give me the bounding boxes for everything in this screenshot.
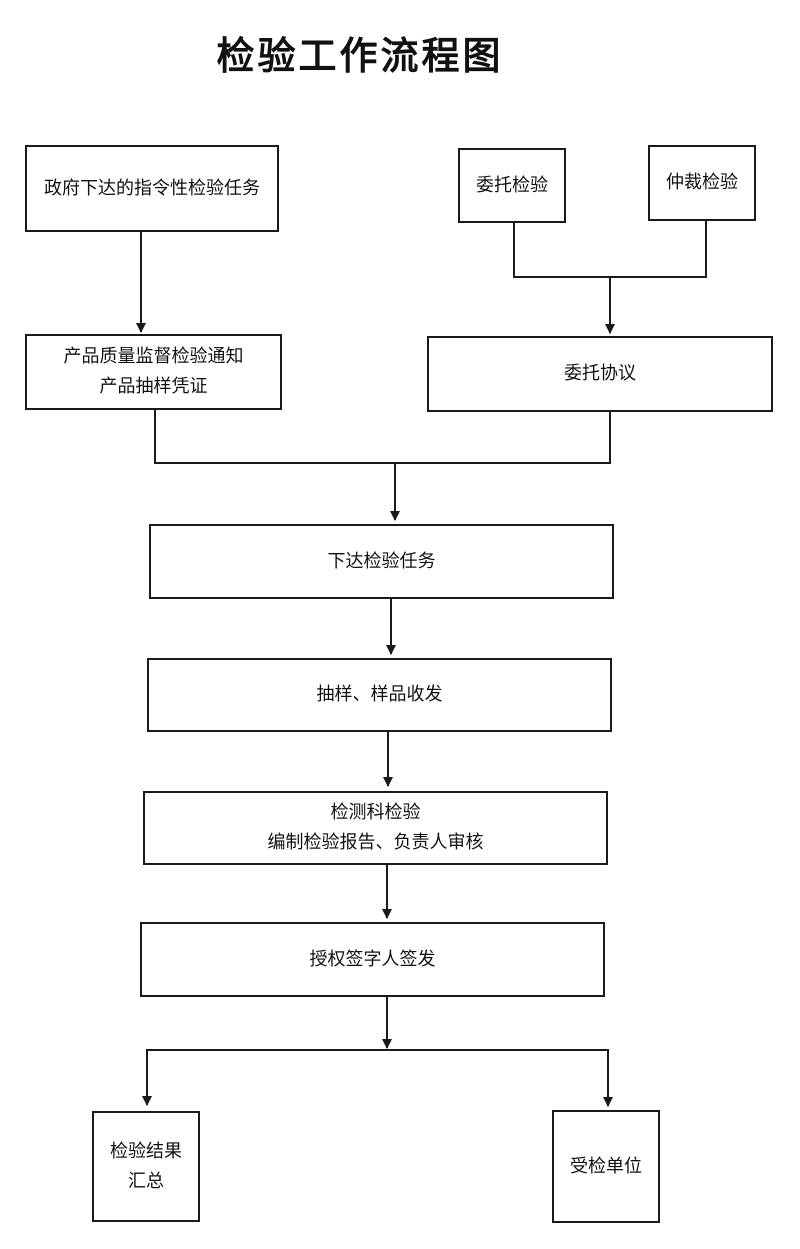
node-result-summary: 检验结果 汇总 [92,1111,200,1222]
node-inspection-notice: 产品质量监督检验通知 产品抽样凭证 [25,334,282,410]
arrow-split-to-summary [142,1049,387,1106]
node-entrust-inspection-label: 委托检验 [476,174,548,196]
node-testing: 检测科检验 编制检验报告、负责人审核 [143,791,608,865]
arrow-split-to-recipient [387,1049,613,1107]
node-gov-task: 政府下达的指令性检验任务 [25,145,279,232]
node-inspected-unit: 受检单位 [552,1110,660,1223]
node-entrust-agreement-label: 委托协议 [564,363,636,384]
node-gov-task-label: 政府下达的指令性检验任务 [44,177,260,199]
node-arbitration-inspection: 仲裁检验 [648,145,756,221]
connector-entrust-merge [513,221,707,278]
node-inspection-notice-line2: 产品抽样凭证 [99,376,208,397]
node-result-summary-line1: 检验结果 [110,1140,182,1162]
connector-notice-merge [154,410,611,464]
node-sign-issue: 授权签字人签发 [140,922,605,997]
node-testing-line1: 检测科检验 [330,802,421,823]
node-result-summary-line2: 汇总 [128,1170,164,1192]
node-testing-line2: 编制检验报告、负责人审核 [267,832,484,853]
node-sign-issue-label: 授权签字人签发 [309,948,436,970]
node-issue-task: 下达检验任务 [149,524,614,599]
node-issue-task-label: 下达检验任务 [327,550,436,572]
node-inspected-unit-label: 受检单位 [570,1155,642,1177]
node-sampling-label: 抽样、样品收发 [316,684,443,705]
node-entrust-agreement: 委托协议 [427,336,773,412]
node-entrust-inspection: 委托检验 [458,148,566,223]
node-inspection-notice-line1: 产品质量监督检验通知 [63,346,244,367]
page-title: 检验工作流程图 [216,34,504,78]
node-sampling: 抽样、样品收发 [147,658,612,732]
node-arbitration-inspection-label: 仲裁检验 [666,172,738,193]
